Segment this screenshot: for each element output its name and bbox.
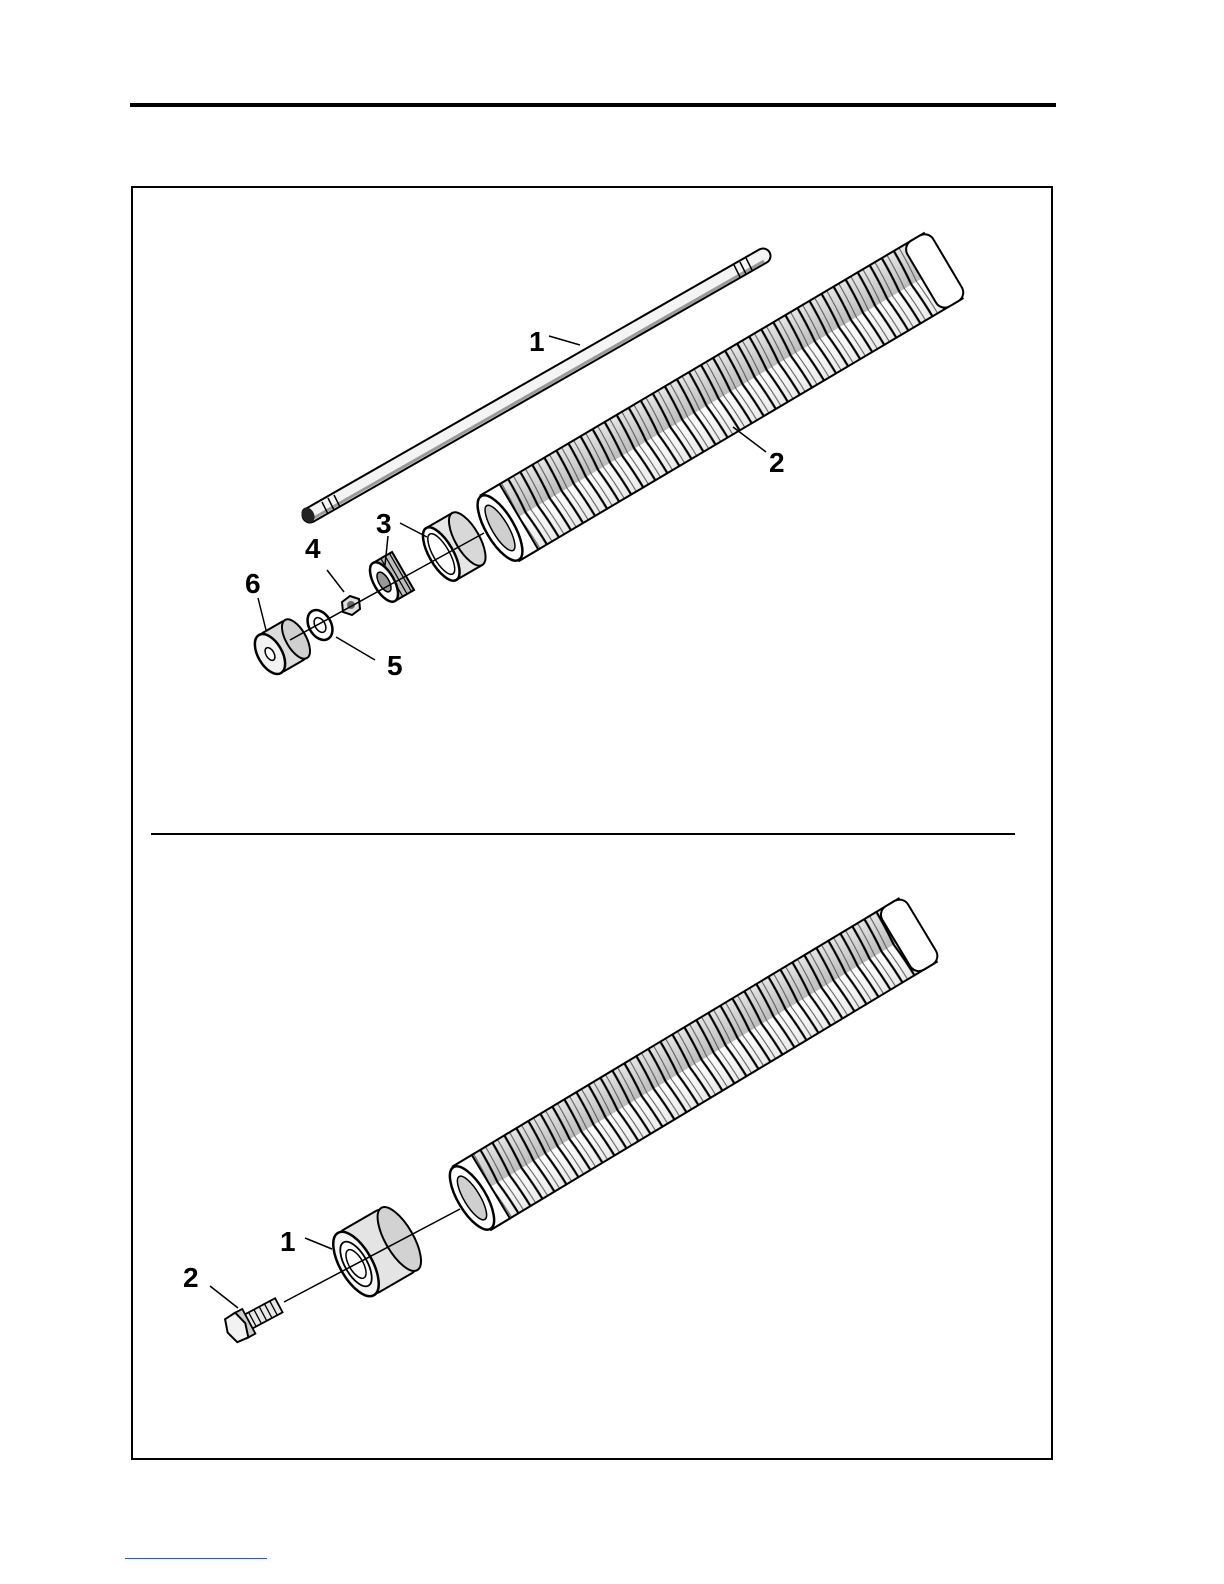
upper-callout-3: 3 — [376, 508, 392, 539]
lower-callout-2: 2 — [183, 1262, 199, 1293]
upper-callout-1: 1 — [529, 326, 545, 357]
lower-callout-1: 1 — [280, 1226, 296, 1257]
upper-bearing — [364, 552, 414, 606]
lower-assembly: 1 2 — [183, 896, 941, 1345]
lower-brush-roll — [441, 896, 941, 1237]
upper-callout-2: 2 — [769, 447, 785, 478]
upper-assembly: 1 2 3 4 5 6 — [245, 231, 967, 681]
upper-callout-6: 6 — [245, 568, 261, 599]
upper-callout-4: 4 — [305, 533, 321, 564]
upper-end-cap — [249, 615, 316, 679]
lower-leader-lines — [210, 1238, 332, 1308]
upper-callout-5: 5 — [387, 650, 403, 681]
lower-bolt — [221, 1293, 285, 1345]
lower-bearing — [324, 1201, 429, 1303]
